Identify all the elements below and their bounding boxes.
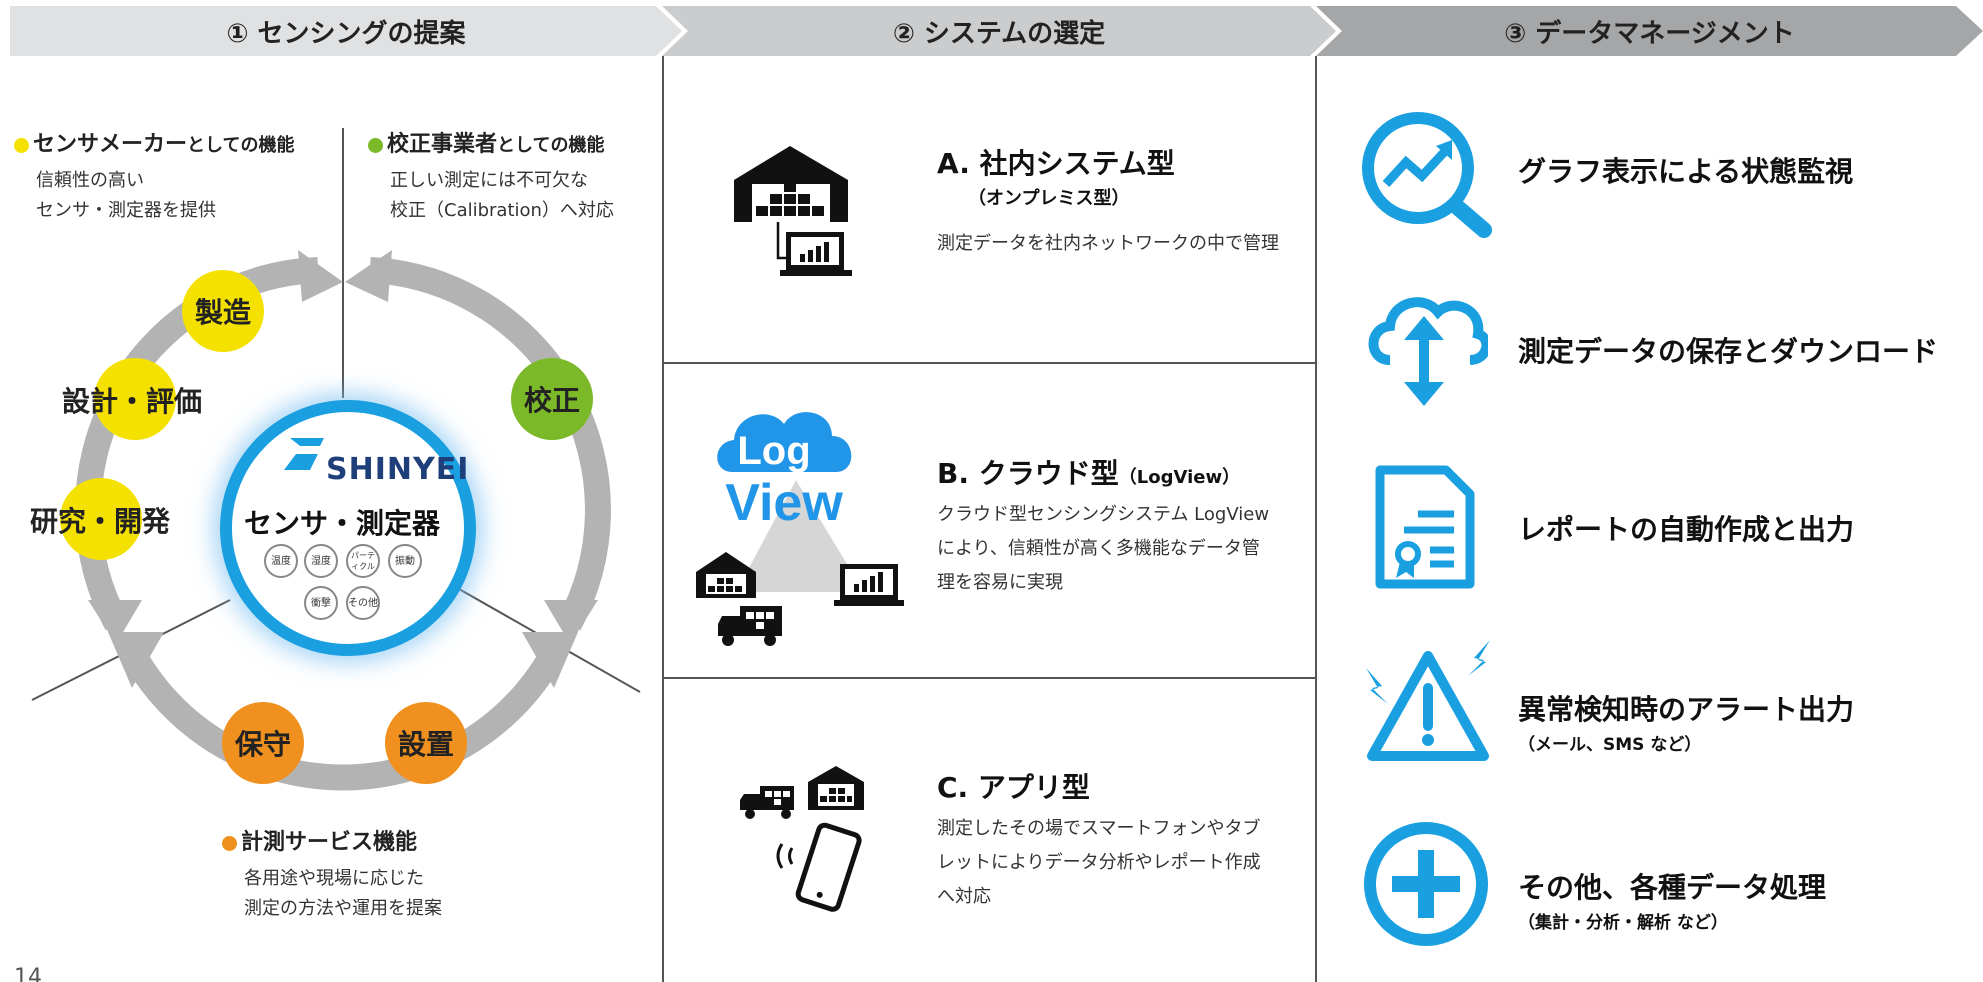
system-a-subtitle: （オンプレミス型） (968, 188, 1130, 209)
system-a-title: A. 社内システム型 (937, 147, 1175, 180)
measurement-service-title: 計測サービス機能 (222, 824, 417, 856)
pill-temperature: 温度 (264, 544, 298, 578)
stage-design-eval-label: 設計・評価 (62, 385, 203, 418)
column-divider-right (1315, 56, 1317, 982)
logview-cloud-icon: Log View (696, 412, 904, 646)
cloud-updown-icon (1368, 297, 1488, 406)
system-c-desc: 測定したその場でスマートフォンやタブ レットによりデータ分析やレポート作成 へ対… (937, 818, 1261, 907)
calibration-provider-desc: 正しい測定には不可欠な 校正（Calibration）へ対応 (390, 170, 614, 221)
stage-maintenance: 保守 (222, 702, 304, 784)
yellow-dot-icon (14, 137, 29, 153)
shinyei-logo-icon (284, 438, 324, 470)
system-b-title: B. クラウド型（LogView） (937, 457, 1241, 490)
arrow-head-top-right (345, 250, 392, 302)
graph-monitor-icon (1362, 112, 1492, 238)
column-divider-left (662, 56, 664, 982)
stage-research-dev-circle (60, 478, 142, 560)
stage-manufacturing: 製造 (182, 270, 264, 352)
dm-item-2-title: 測定データの保存とダウンロード (1518, 335, 1939, 368)
plus-other-icon (1364, 822, 1488, 946)
sensor-maker-desc: 信頼性の高い センサ・測定器を提供 (36, 170, 216, 221)
green-dot-icon (368, 137, 383, 153)
system-a-desc: 測定データを社内ネットワークの中で管理 (937, 233, 1279, 254)
system-divider-1 (663, 362, 1315, 364)
header-data-management: ③ データマネージメント (1316, 6, 1983, 56)
sensor-maker-title: センサメーカーとしての機能 (14, 126, 294, 158)
dm-item-5-subtitle: （集計・分析・解析 など） (1518, 913, 1728, 933)
ring-arc-bottom (114, 634, 572, 791)
pill-other: その他 (346, 586, 380, 620)
on-premise-building-icon (734, 146, 852, 276)
system-c-title: C. アプリ型 (937, 771, 1090, 804)
pill-particle: パーティクル (346, 544, 380, 578)
arrow-head-left (88, 600, 142, 644)
stage-installation: 設置 (385, 702, 467, 784)
dm-item-4-subtitle: （メール、SMS など） (1518, 735, 1702, 755)
logview-view-text: View (725, 474, 843, 532)
pill-vibration: 振動 (388, 544, 422, 578)
pill-shock: 衝撃 (304, 586, 338, 620)
dm-item-5-title: その他、各種データ処理 (1518, 871, 1827, 904)
arrow-head-bottom-left (108, 632, 164, 688)
header-system-selection: ② システムの選定 (662, 6, 1336, 56)
pill-humidity: 湿度 (304, 544, 338, 578)
shinyei-logo-text: SHINYEI (326, 452, 470, 487)
center-title: センサ・測定器 (244, 507, 441, 540)
stage-research-dev-label: 研究・開発 (30, 505, 171, 538)
dm-item-3-title: レポートの自動作成と出力 (1518, 513, 1855, 546)
arrow-head-top-left (298, 250, 343, 302)
alert-warning-icon (1366, 640, 1490, 761)
system-divider-2 (663, 677, 1315, 679)
header-sensing-proposal: ① センシングの提案 (10, 6, 682, 56)
report-document-icon (1375, 465, 1475, 589)
arrow-head-bottom-right (522, 632, 578, 688)
measurement-service-desc: 各用途や現場に応じた 測定の方法や運用を提案 (244, 868, 442, 919)
dm-item-1-title: グラフ表示による状態監視 (1518, 155, 1854, 188)
stage-design-eval-circle (94, 358, 176, 440)
arrow-head-right (544, 600, 598, 644)
calibration-provider-title: 校正事業者としての機能 (368, 126, 604, 158)
system-b-desc: クラウド型センシングシステム LogView により、信頼性が高く多機能なデータ… (937, 504, 1270, 593)
stage-calibration: 校正 (511, 358, 593, 440)
app-devices-icon (740, 766, 864, 912)
dm-item-4-title: 異常検知時のアラート出力 (1518, 693, 1855, 726)
orange-dot-icon (222, 835, 237, 851)
page-number: 14 (14, 965, 42, 982)
logview-log-text: Log (737, 429, 810, 473)
